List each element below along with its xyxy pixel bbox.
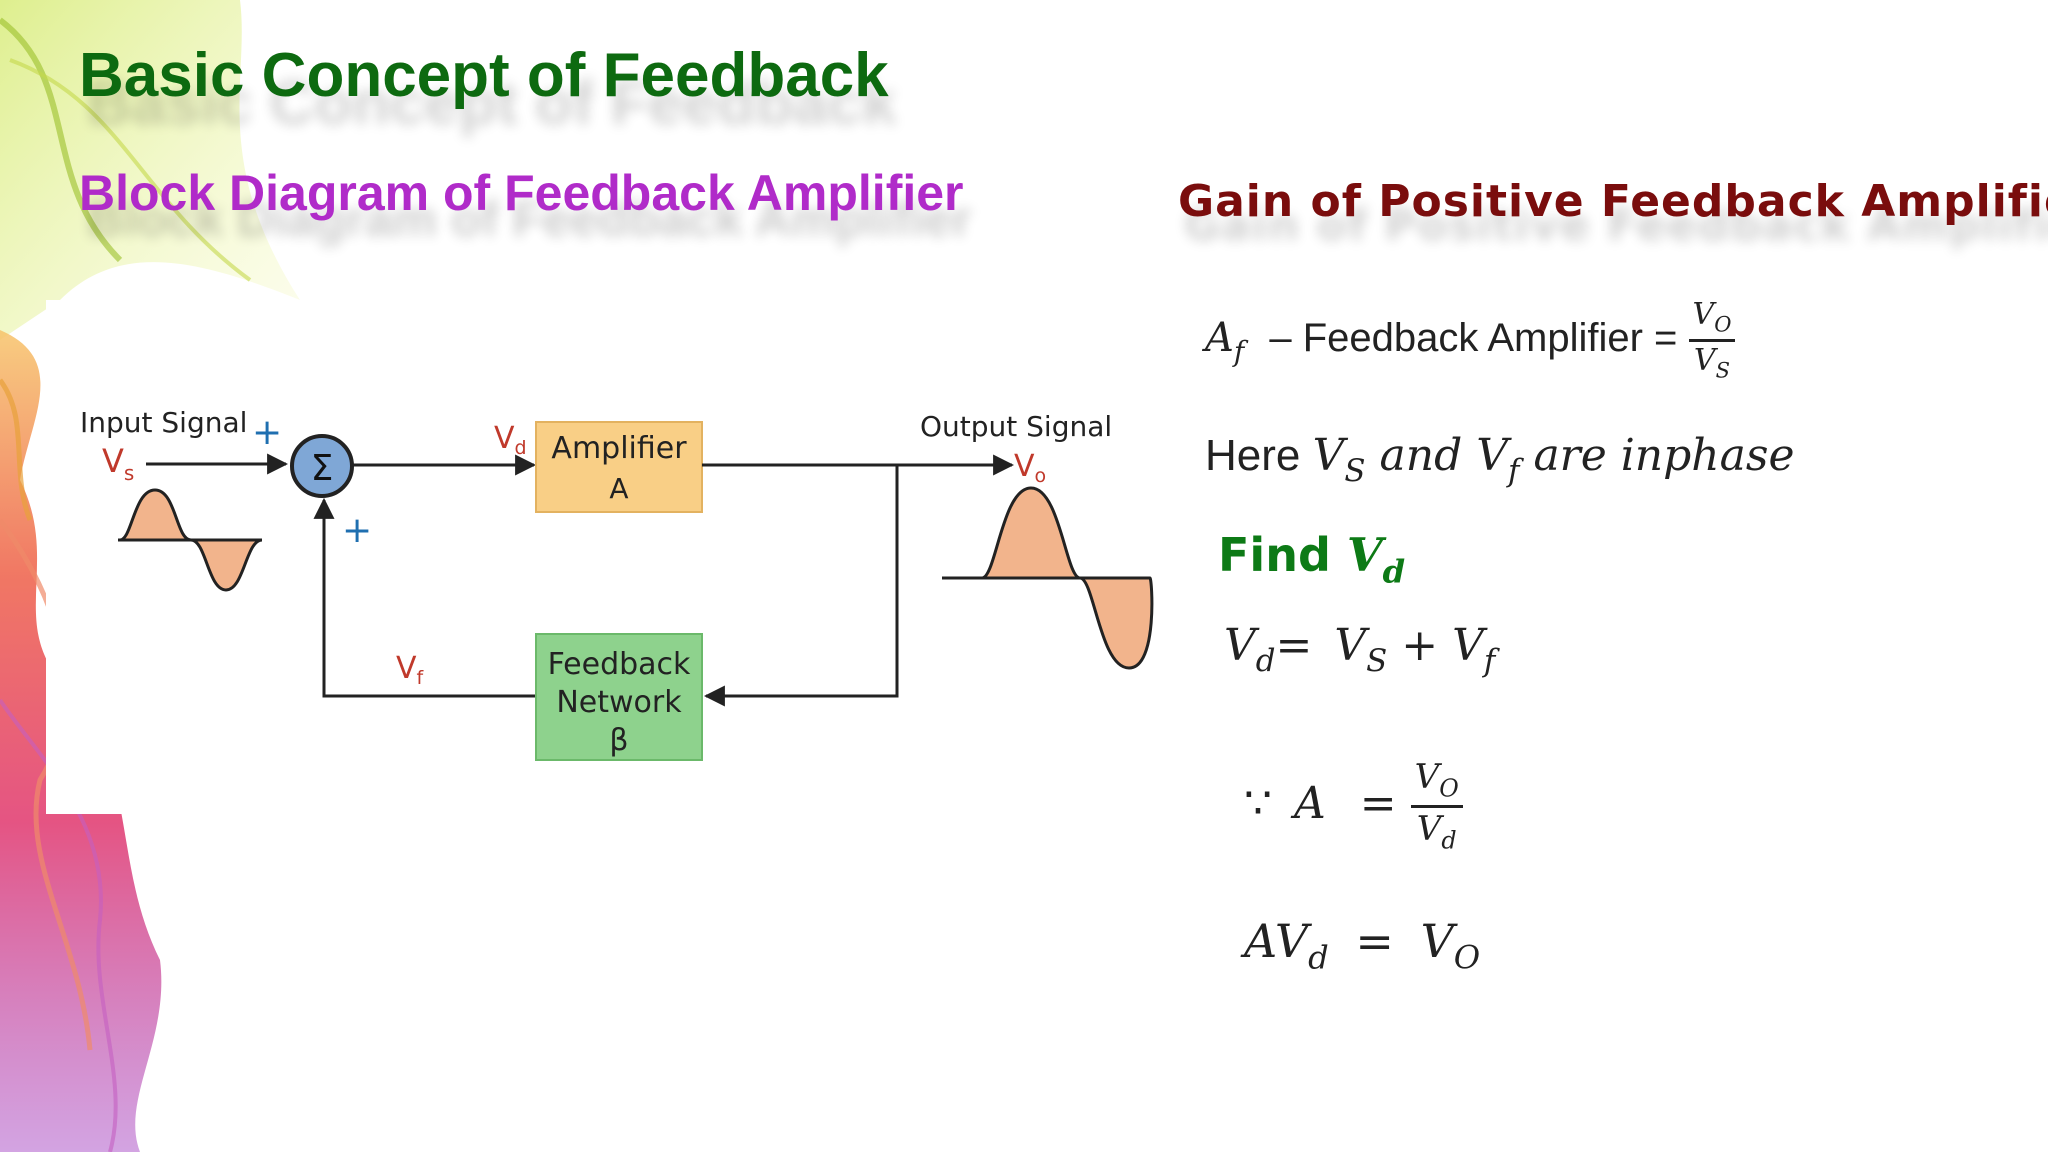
- amplifier-gain-symbol: A: [609, 472, 628, 505]
- equation-gain-ratio: ∵ A = VO Vd: [1244, 760, 1463, 853]
- slide-title: Basic Concept of Feedback: [79, 41, 889, 110]
- input-sine-wave: [118, 488, 263, 592]
- input-signal-label: Input Signal: [80, 406, 247, 439]
- output-signal-label: Output Signal: [920, 410, 1112, 443]
- sigma-symbol: Σ: [311, 448, 334, 489]
- feedback-network-label-1: Feedback: [548, 647, 691, 682]
- feedback-network-label-2: Network: [556, 685, 682, 720]
- inphase-math: VS and Vf are inphase: [1312, 430, 1795, 489]
- vf-symbol: Vf: [396, 651, 425, 689]
- output-sine-wave: [942, 486, 1154, 670]
- section-title-gain: Gain of Positive Feedback Amplifier: [1178, 176, 2048, 227]
- af-fraction: VO VS: [1688, 300, 1736, 382]
- gain-fraction: VO Vd: [1410, 760, 1463, 853]
- feedback-path-right: [703, 465, 899, 707]
- equation-vd-sum: Vd= VS + Vf: [1224, 620, 1496, 679]
- feedback-network-block: [535, 633, 703, 761]
- feedback-beta-symbol: β: [609, 723, 628, 758]
- feedback-path-left: [313, 497, 536, 698]
- vd-symbol: Vd: [494, 421, 527, 459]
- af-symbol: Af: [1205, 315, 1245, 369]
- output-symbol: Vo: [1014, 449, 1046, 487]
- equation-af-definition: Af – Feedback Amplifier = VO VS: [1205, 300, 1736, 382]
- slide-subtitle: Block Diagram of Feedback Amplifier: [79, 165, 964, 221]
- af-description: – Feedback Amplifier =: [1269, 316, 1678, 361]
- inphase-statement: Here VS and Vf are inphase: [1205, 430, 1795, 489]
- find-vd-heading: Find Vd: [1218, 528, 1406, 591]
- plus-bottom-sign: +: [342, 510, 372, 551]
- input-symbol: Vs: [102, 442, 134, 485]
- plus-top-sign: +: [252, 412, 282, 453]
- amplifier-label: Amplifier: [551, 431, 687, 466]
- block-diagram: Input Signal Vs + Σ Vd Amplifier A Outpu…: [46, 300, 1156, 814]
- amplifier-block: [535, 421, 703, 513]
- equation-avd: AVd = VO: [1244, 914, 1481, 977]
